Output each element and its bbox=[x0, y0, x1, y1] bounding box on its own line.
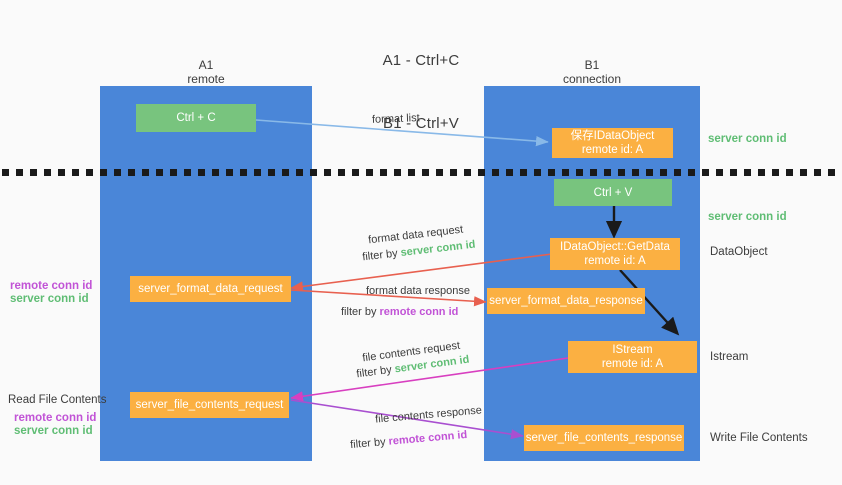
box-server-file-contents-request-label: server_file_contents_request bbox=[135, 399, 284, 411]
box-save-dataobject[interactable]: 保存IDataObject remote id: A bbox=[552, 128, 673, 158]
edge-label-format-data-response: format data response bbox=[366, 285, 470, 297]
dashed-separator bbox=[2, 169, 840, 176]
note-remote-conn-id-lower: remote conn id bbox=[14, 412, 97, 424]
box-ctrl-v[interactable]: Ctrl + V bbox=[554, 179, 672, 206]
filter-prefix: filter by bbox=[349, 435, 390, 452]
box-istream-line2: remote id: A bbox=[601, 358, 664, 370]
box-istream-line1: IStream bbox=[612, 344, 653, 356]
column-b1-name: B1 bbox=[584, 58, 600, 72]
edge-label-file-contents-response-filter: filter by remote conn id bbox=[350, 428, 468, 452]
box-save-dataobject-line2: remote id: A bbox=[581, 144, 644, 156]
note-istream: Istream bbox=[710, 351, 749, 363]
box-getdata[interactable]: IDataObject::GetData remote id: A bbox=[550, 238, 680, 270]
note-server-conn-id-mid: server conn id bbox=[708, 211, 787, 223]
box-server-file-contents-response-label: server_file_contents_response bbox=[525, 432, 683, 444]
note-server-conn-id-lower: server conn id bbox=[14, 425, 93, 437]
box-getdata-line1: IDataObject::GetData bbox=[560, 241, 670, 253]
column-header-b1: B1 connection bbox=[484, 58, 700, 86]
column-a1-sub: remote bbox=[187, 72, 225, 86]
box-getdata-line2: remote id: A bbox=[584, 255, 646, 267]
edge-label-format-list: format list bbox=[371, 112, 420, 126]
filter-prefix: filter by bbox=[341, 306, 380, 318]
box-ctrl-v-label: Ctrl + V bbox=[593, 186, 633, 199]
note-dataobject: DataObject bbox=[710, 246, 768, 258]
note-read-file-contents: Read File Contents bbox=[8, 394, 107, 406]
title-line-1: A1 - Ctrl+C bbox=[382, 52, 460, 69]
edge-label-file-contents-response: file contents response bbox=[374, 404, 483, 426]
box-istream[interactable]: IStream remote id: A bbox=[568, 341, 697, 373]
box-server-format-data-request-label: server_format_data_request bbox=[138, 283, 283, 295]
box-server-file-contents-response[interactable]: server_file_contents_response bbox=[524, 425, 684, 451]
filter-value: remote conn id bbox=[379, 306, 459, 318]
box-server-format-data-response[interactable]: server_format_data_response bbox=[487, 288, 645, 314]
column-b1-sub: connection bbox=[562, 72, 622, 86]
box-ctrl-c[interactable]: Ctrl + C bbox=[136, 104, 256, 132]
column-header-a1: A1 remote bbox=[100, 58, 312, 86]
filter-prefix: filter by bbox=[355, 363, 396, 381]
note-server-conn-id-top: server conn id bbox=[708, 133, 787, 145]
note-server-conn-id-upper: server conn id bbox=[10, 293, 89, 305]
edge-label-format-data-response-filter: filter by remote conn id bbox=[341, 305, 458, 319]
note-write-file-contents: Write File Contents bbox=[710, 432, 808, 444]
note-remote-conn-id-upper: remote conn id bbox=[10, 280, 93, 292]
box-server-format-data-request[interactable]: server_format_data_request bbox=[130, 276, 291, 302]
box-ctrl-c-label: Ctrl + C bbox=[176, 112, 216, 124]
filter-prefix: filter by bbox=[361, 247, 402, 264]
column-a1-name: A1 bbox=[198, 58, 214, 72]
box-server-file-contents-request[interactable]: server_file_contents_request bbox=[130, 392, 289, 418]
filter-value: remote conn id bbox=[388, 428, 468, 448]
box-server-format-data-response-label: server_format_data_response bbox=[489, 295, 643, 307]
box-save-dataobject-line1: 保存IDataObject bbox=[570, 130, 655, 142]
